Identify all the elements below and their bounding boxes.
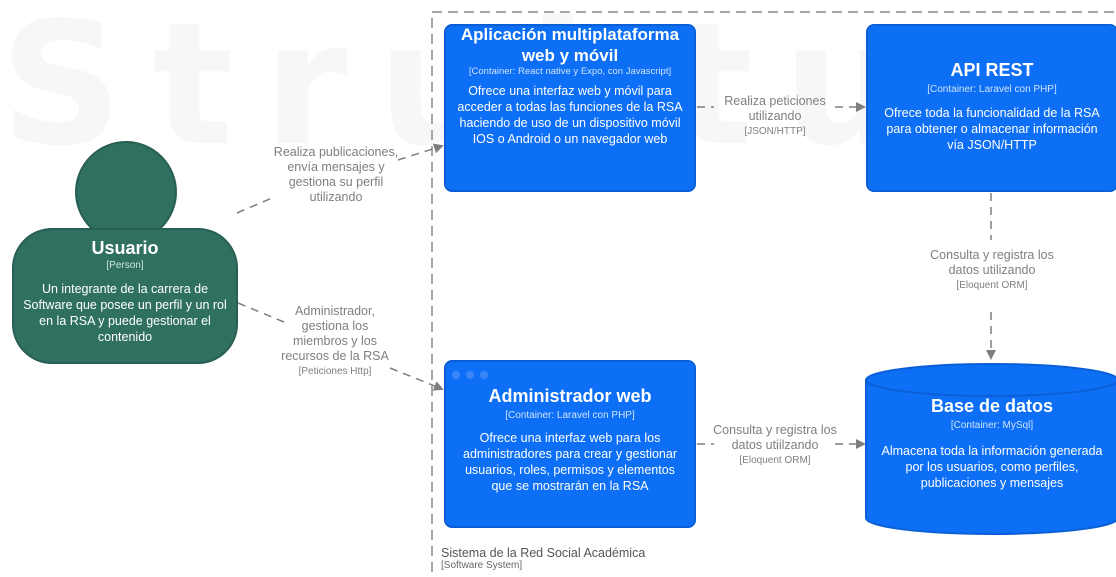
edge-label-api-db: Consulta y registra los datos utilizando… xyxy=(930,248,1054,293)
person-description: Un integrante de la carrera de Software … xyxy=(23,282,227,344)
boundary-label: Sistema de la Red Social Académica [Soft… xyxy=(441,546,645,571)
edge-label-user-admin: Administrador, gestiona los miembros y l… xyxy=(280,304,390,379)
edge-label-user-admin-text: Administrador, gestiona los miembros y l… xyxy=(281,304,389,363)
container-admin-description: Ofrece una interfaz web para los adminis… xyxy=(463,431,677,493)
person-name: Usuario xyxy=(91,238,159,258)
edge-user-app xyxy=(236,197,273,214)
edge-user-admin xyxy=(237,302,285,323)
container-admin-tech: [Container: Laravel con PHP] xyxy=(505,410,635,421)
system-boundary xyxy=(431,11,1116,572)
container-app-name: Aplicación multiplataforma web y móvil xyxy=(460,25,680,65)
container-app-description: Ofrece una interfaz web y móvil para acc… xyxy=(457,84,683,146)
edge-label-admin-db-tech: [Eloquent ORM] xyxy=(739,455,811,466)
container-db[interactable]: Base de datos [Container: MySql] Almacen… xyxy=(866,396,1116,526)
container-db-name: Base de datos xyxy=(930,396,1054,416)
edge-user-admin-tail xyxy=(389,367,444,391)
edge-label-app-api-tech: [JSON/HTTP] xyxy=(744,126,806,137)
container-admin-name: Administrador web xyxy=(488,386,652,406)
edge-label-user-app: Realiza publicaciones, envía mensajes y … xyxy=(272,145,400,205)
edge-user-app-tail xyxy=(397,143,444,161)
person-type: [Person] xyxy=(106,260,144,271)
container-db-tech: [Container: MySql] xyxy=(950,420,1034,431)
container-app[interactable]: Aplicación multiplataforma web y móvil [… xyxy=(444,24,696,192)
edge-label-user-admin-tech: [Peticiones Http] xyxy=(298,366,372,377)
person-usuario[interactable]: Usuario [Person] Un integrante de la car… xyxy=(12,228,238,364)
edge-label-app-api: Realiza peticiones utilizando [JSON/HTTP… xyxy=(712,94,838,139)
edge-label-admin-db-text: Consulta y registra los datos utiilzando xyxy=(713,423,837,452)
boundary-name: Sistema de la Red Social Académica xyxy=(441,546,646,560)
container-app-tech: [Container: React native y Expo, con Jav… xyxy=(468,66,672,77)
container-db-description: Almacena toda la información generada po… xyxy=(881,444,1103,490)
boundary-type: [Software System] xyxy=(441,560,523,571)
browser-window-dots xyxy=(452,366,494,384)
container-api-name: API REST xyxy=(950,60,1034,80)
container-admin[interactable]: Administrador web [Container: Laravel co… xyxy=(444,360,696,528)
container-api-description: Ofrece toda la funcionalidad de la RSA p… xyxy=(884,106,1100,152)
database-cylinder-shape xyxy=(865,363,1116,535)
container-api[interactable]: API REST [Container: Laravel con PHP] Of… xyxy=(866,24,1116,192)
edge-label-admin-db: Consulta y registra los datos utiilzando… xyxy=(712,423,838,468)
edge-label-app-api-text: Realiza peticiones utilizando xyxy=(724,94,826,123)
edge-label-user-app-text: Realiza publicaciones, envía mensajes y … xyxy=(273,145,399,204)
edge-label-api-db-text: Consulta y registra los datos utilizando xyxy=(930,248,1054,277)
container-api-tech: [Container: Laravel con PHP] xyxy=(927,84,1057,95)
edge-label-api-db-tech: [Eloquent ORM] xyxy=(956,280,1028,291)
